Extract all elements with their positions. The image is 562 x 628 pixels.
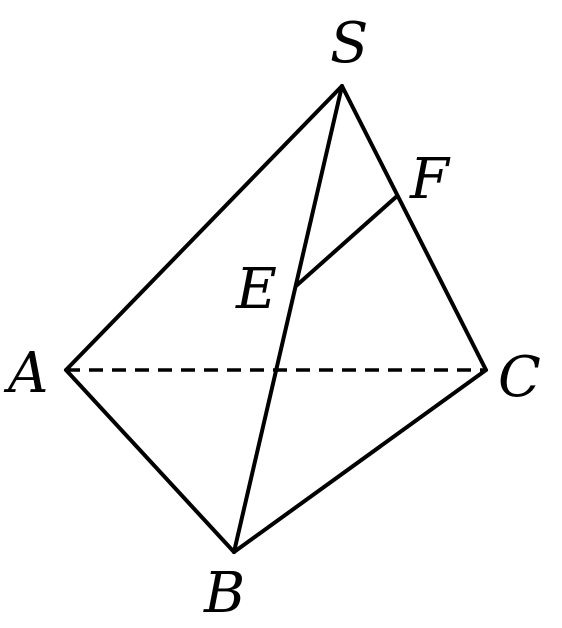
- edge-SA: [64, 84, 344, 372]
- edge-SB: [232, 84, 344, 554]
- label-A: A: [3, 341, 48, 406]
- label-F: F: [409, 147, 451, 212]
- label-S: S: [330, 11, 368, 76]
- edge-BC: [232, 368, 488, 554]
- label-C: C: [498, 345, 541, 410]
- edge-AB: [64, 368, 236, 554]
- segment-EF: [294, 195, 398, 288]
- label-E: E: [235, 257, 277, 322]
- edge-SC: [340, 84, 488, 372]
- label-B: B: [203, 561, 245, 626]
